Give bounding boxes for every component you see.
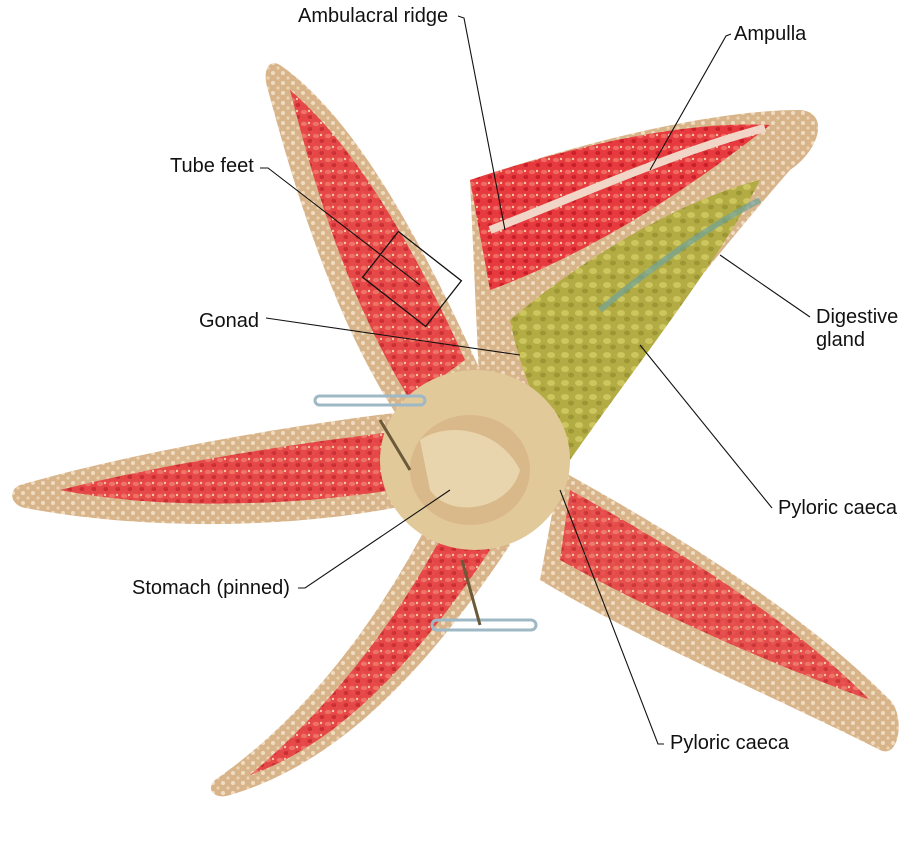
leader-ampulla: [649, 33, 732, 171]
label-ambulacral-ridge: Ambulacral ridge: [298, 5, 449, 27]
label-stomach-pinned: Stomach (pinned): [132, 577, 290, 599]
label-digestive-gland: Digestive gland: [816, 306, 916, 352]
leader-digestive-gland: [719, 254, 811, 318]
label-digestive-gland-line2: gland: [816, 329, 865, 351]
pin-upper: [313, 394, 427, 471]
label-pyloric-caeca-upper: Pyloric caeca: [778, 497, 897, 519]
leader-stomach: [298, 489, 451, 589]
arm-lower-left: [210, 500, 511, 797]
leader-tube-feet: [260, 167, 421, 286]
arm-lower-right: [540, 470, 899, 752]
leader-pyloric-caeca-upper: [639, 344, 773, 509]
leader-pyloric-caeca-lower: [559, 489, 664, 745]
label-gonad: Gonad: [199, 310, 260, 332]
leader-gonad: [265, 317, 521, 356]
label-tube-feet: Tube feet: [170, 155, 254, 177]
label-pyloric-caeca-lower: Pyloric caeca: [670, 732, 789, 754]
arm-upper-right: [470, 110, 819, 460]
arm-left: [12, 410, 430, 525]
arm-upper-left: [265, 63, 480, 421]
label-digestive-gland-line1: Digestive: [816, 306, 899, 328]
leader-lines: [260, 15, 811, 745]
label-ampulla: Ampulla: [734, 23, 807, 45]
leader-ambulacral-ridge: [457, 15, 506, 231]
pin-lower: [430, 559, 538, 632]
